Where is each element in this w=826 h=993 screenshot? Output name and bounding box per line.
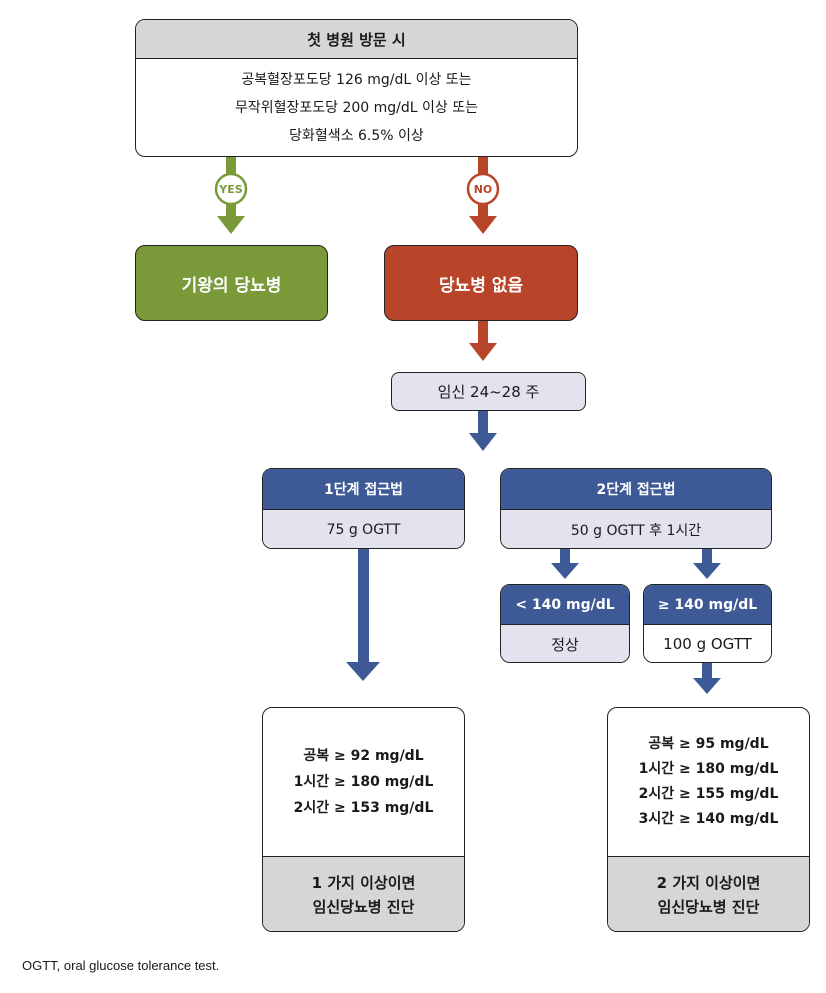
criteria-item: 1시간 ≥ 180 mg/dL (293, 774, 434, 790)
first-visit-line: 공복혈장포도당 126 mg/dL 이상 또는 (241, 72, 472, 88)
low-branch-title: < 140 mg/dL (501, 585, 629, 625)
two-step-low-arrow (551, 548, 579, 579)
low-branch-result: 정상 (501, 625, 629, 662)
gestation-box: 임신 24~28 주 (391, 372, 586, 411)
yes-label: YES (219, 182, 243, 196)
gestation-arrow (469, 411, 497, 451)
two-step-high-arrow (693, 548, 721, 579)
two-step-test: 50 g OGTT 후 1시간 (501, 510, 771, 548)
no-label: NO (473, 182, 493, 196)
high-branch-box: ≥ 140 mg/dL 100 g OGTT (643, 584, 772, 663)
high-criteria-arrow (693, 663, 721, 694)
one-step-arrow (346, 548, 380, 681)
criteria-item: 1시간 ≥ 180 mg/dL (638, 761, 779, 777)
yes-arrow (214, 157, 248, 234)
one-step-box: 1단계 접근법 75 g OGTT (262, 468, 465, 549)
high-branch-title: ≥ 140 mg/dL (644, 585, 771, 625)
criteria-item: 공복 ≥ 95 mg/dL (648, 736, 769, 752)
criteria-item: 2시간 ≥ 155 mg/dL (638, 786, 779, 802)
first-visit-line: 무작위혈장포도당 200 mg/dL 이상 또는 (234, 100, 478, 116)
footnote: OGTT, oral glucose tolerance test. (22, 958, 220, 973)
first-visit-box: 첫 병원 방문 시 공복혈장포도당 126 mg/dL 이상 또는 무작위혈장포… (135, 19, 578, 157)
two-step-criteria-box: 공복 ≥ 95 mg/dL 1시간 ≥ 180 mg/dL 2시간 ≥ 155 … (607, 707, 810, 932)
diagnosis-line: 임신당뇨병 진단 (657, 897, 760, 916)
two-step-box: 2단계 접근법 50 g OGTT 후 1시간 (500, 468, 772, 549)
low-branch-box: < 140 mg/dL 정상 (500, 584, 630, 663)
diagnosis-line: 임신당뇨병 진단 (312, 897, 415, 916)
criteria-item: 3시간 ≥ 140 mg/dL (638, 811, 779, 827)
diagnosis-line: 1 가지 이상이면 (311, 873, 416, 892)
one-step-title: 1단계 접근법 (263, 469, 464, 510)
criteria-item: 공복 ≥ 92 mg/dL (303, 748, 424, 764)
one-step-criteria-box: 공복 ≥ 92 mg/dL 1시간 ≥ 180 mg/dL 2시간 ≥ 153 … (262, 707, 465, 932)
high-branch-test: 100 g OGTT (644, 625, 771, 662)
no-arrow (466, 157, 500, 234)
one-step-test: 75 g OGTT (263, 510, 464, 548)
existing-diabetes-box: 기왕의 당뇨병 (135, 245, 328, 321)
no-diabetes-arrow (469, 321, 497, 361)
two-step-title: 2단계 접근법 (501, 469, 771, 510)
criteria-item: 2시간 ≥ 153 mg/dL (293, 800, 434, 816)
no-diabetes-box: 당뇨병 없음 (384, 245, 578, 321)
diagnosis-line: 2 가지 이상이면 (656, 873, 761, 892)
first-visit-line: 당화혈색소 6.5% 이상 (289, 128, 424, 144)
first-visit-title: 첫 병원 방문 시 (136, 20, 577, 59)
